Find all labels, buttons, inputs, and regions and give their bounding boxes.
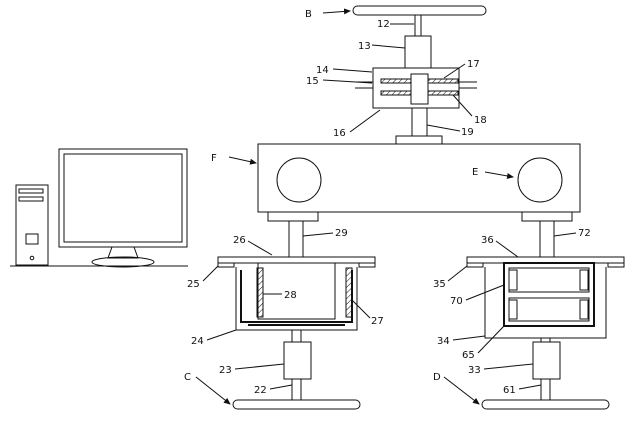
desktop-computer-icon [10, 148, 188, 268]
label-18: 18 [474, 115, 487, 126]
labels: B 12 13 14 15 16 17 18 19 F E 26 29 25 2… [184, 9, 591, 396]
label-35: 35 [433, 279, 446, 290]
label-34: 34 [437, 336, 450, 347]
label-19: 19 [461, 127, 474, 138]
label-22: 22 [254, 385, 267, 396]
label-17: 17 [467, 59, 480, 70]
main-body [257, 143, 581, 222]
label-36: 36 [481, 235, 494, 246]
label-28: 28 [284, 290, 297, 301]
label-61: 61 [503, 385, 516, 396]
top-handle-assembly [352, 5, 487, 145]
label-B: B [305, 9, 312, 20]
label-D: D [433, 372, 441, 383]
label-16: 16 [333, 128, 346, 139]
label-26: 26 [233, 235, 246, 246]
label-70: 70 [450, 296, 463, 307]
leader-lines [195, 8, 577, 405]
label-65: 65 [462, 350, 475, 361]
label-72: 72 [578, 228, 591, 239]
label-12: 12 [377, 19, 390, 30]
right-leg-assembly [466, 220, 625, 410]
label-33: 33 [468, 365, 481, 376]
label-23: 23 [219, 365, 232, 376]
label-29: 29 [335, 228, 348, 239]
label-C: C [184, 372, 191, 383]
label-15: 15 [306, 76, 319, 87]
label-24: 24 [191, 336, 204, 347]
label-E: E [472, 167, 478, 178]
label-F: F [211, 153, 217, 164]
label-14: 14 [316, 65, 329, 76]
left-leg-assembly [217, 220, 376, 410]
label-27: 27 [371, 316, 384, 327]
label-25: 25 [187, 279, 200, 290]
label-13: 13 [358, 41, 371, 52]
